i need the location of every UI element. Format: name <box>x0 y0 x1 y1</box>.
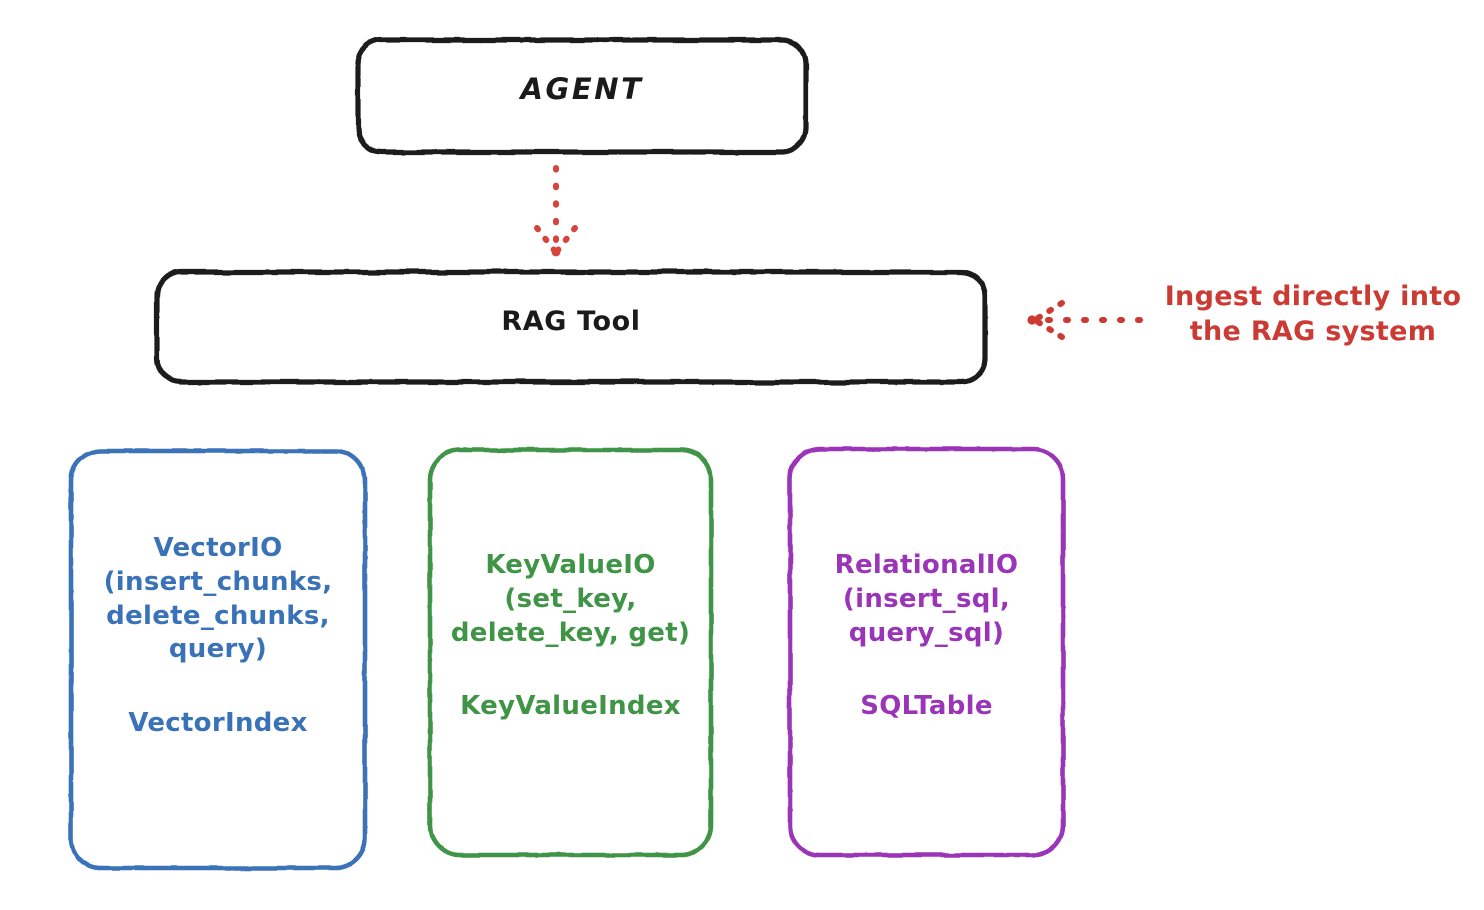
vector-io-spacer <box>71 667 365 707</box>
key-value-io-ops-label: KeyValueIO (set_key, delete_key, get) <box>450 550 691 648</box>
rag-tool-box-outline <box>154 269 988 385</box>
ingest-arrowhead-bottom-barb <box>1035 319 1065 340</box>
key-value-io-text-block: KeyValueIO (set_key, delete_key, get) Ke… <box>430 549 711 724</box>
relational-io-index-label: SQLTable <box>860 691 993 722</box>
node-key-value-io[interactable] <box>427 447 714 858</box>
edge-ingest-annotation <box>1027 300 1143 340</box>
rag-tool-label: RAG Tool <box>501 306 641 337</box>
key-value-io-spacer <box>430 650 711 690</box>
node-agent[interactable] <box>355 37 809 155</box>
vector-io-box-outline <box>68 448 368 871</box>
relational-io-text-block: RelationalIO (insert_sql, query_sql) SQL… <box>790 549 1063 724</box>
vector-io-ops-label: VectorIO (insert_chunks, delete_chunks, … <box>103 533 333 665</box>
vector-io-text-block: VectorIO (insert_chunks, delete_chunks, … <box>71 532 365 741</box>
relational-io-ops-label: RelationalIO (insert_sql, query_sql) <box>834 550 1019 648</box>
ingest-arrowhead-tip <box>1027 315 1037 325</box>
key-value-io-box-outline <box>427 447 714 858</box>
arrowhead-left-barb <box>534 225 557 253</box>
relational-io-spacer <box>790 650 1063 690</box>
ingest-annotation-label: Ingest directly into the RAG system <box>1164 281 1462 348</box>
node-rag-tool[interactable] <box>154 269 988 385</box>
node-relational-io[interactable] <box>787 446 1066 858</box>
edge-agent-to-rag-tool <box>534 165 578 257</box>
arrowhead-right-barb <box>555 225 578 253</box>
relational-io-box-outline <box>787 446 1066 858</box>
ingest-arrowhead-top-barb <box>1035 300 1065 321</box>
key-value-io-index-label: KeyValueIndex <box>460 691 681 722</box>
arrowhead-tip <box>551 247 561 257</box>
vector-io-index-label: VectorIndex <box>128 708 308 739</box>
agent-label: AGENT <box>520 72 644 106</box>
node-vector-io[interactable] <box>68 448 368 871</box>
agent-box-outline <box>355 37 809 155</box>
